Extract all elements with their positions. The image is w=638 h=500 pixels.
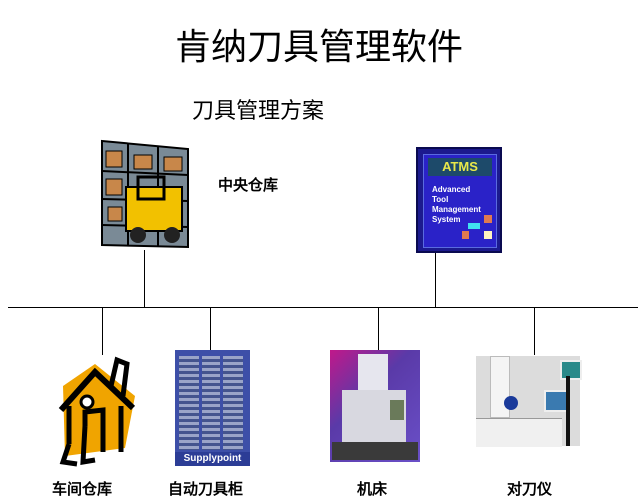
page-title: 肯纳刀具管理软件 (174, 27, 463, 68)
network-bus-line (8, 307, 638, 308)
atms-line: Advanced (432, 185, 471, 194)
central-warehouse-label: 中央仓库 (218, 176, 279, 194)
machine-tool-image (330, 350, 420, 462)
tool-presetter-label: 对刀仪 (507, 480, 553, 498)
subtitle: 刀具管理方案 (192, 99, 325, 124)
connector-line (144, 250, 145, 307)
atms-heading: ATMS (428, 158, 492, 176)
connector-line (210, 307, 211, 350)
warehouse-forklift-image (98, 137, 192, 249)
auto-tool-cabinet-label: 自动刀具柜 (168, 480, 244, 498)
atms-line: Management (432, 205, 481, 214)
workshop-house-image (58, 356, 136, 467)
connector-line (534, 307, 535, 355)
supplypoint-cabinet-image: Supplypoint (175, 350, 250, 466)
atms-line: System (432, 215, 461, 224)
tool-presetter-image (476, 356, 582, 447)
connector-line (435, 253, 436, 307)
workshop-warehouse-label: 车间仓库 (52, 480, 113, 498)
supplypoint-brand: Supplypoint (175, 452, 250, 466)
atms-line: Tool (432, 195, 449, 204)
connector-line (102, 307, 103, 355)
connector-line (378, 307, 379, 350)
machine-tool-label: 机床 (357, 480, 388, 498)
atms-software-box: ATMS Advanced Tool Management System (416, 147, 502, 253)
